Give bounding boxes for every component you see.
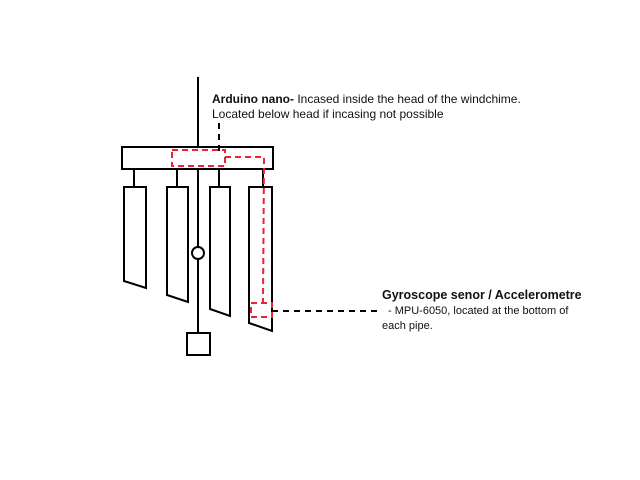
arduino-label: Arduino nano- Incased inside the head of… [212, 92, 521, 122]
arduino-title: Arduino nano- [212, 92, 294, 106]
pipe-4 [248, 186, 273, 333]
striker [191, 246, 205, 260]
arduino-text-1: Incased inside the head of the windchime… [293, 92, 521, 106]
gyro-label: Gyroscope senor / Accelerometre - MPU-60… [382, 288, 582, 334]
gyro-location [250, 302, 273, 318]
arduino-text-2: Located below head if incasing not possi… [212, 107, 444, 121]
wire-path [225, 156, 266, 304]
pipe-1 [123, 186, 147, 290]
pipe-3 [209, 186, 231, 318]
gyro-text-2: each pipe. [382, 320, 433, 332]
wind-catcher [186, 332, 211, 356]
gyro-text-1: - MPU-6050, located at the bottom of [388, 305, 569, 317]
gyro-title: Gyroscope senor / Accelerometre [382, 288, 582, 302]
pipe-2 [166, 186, 189, 304]
